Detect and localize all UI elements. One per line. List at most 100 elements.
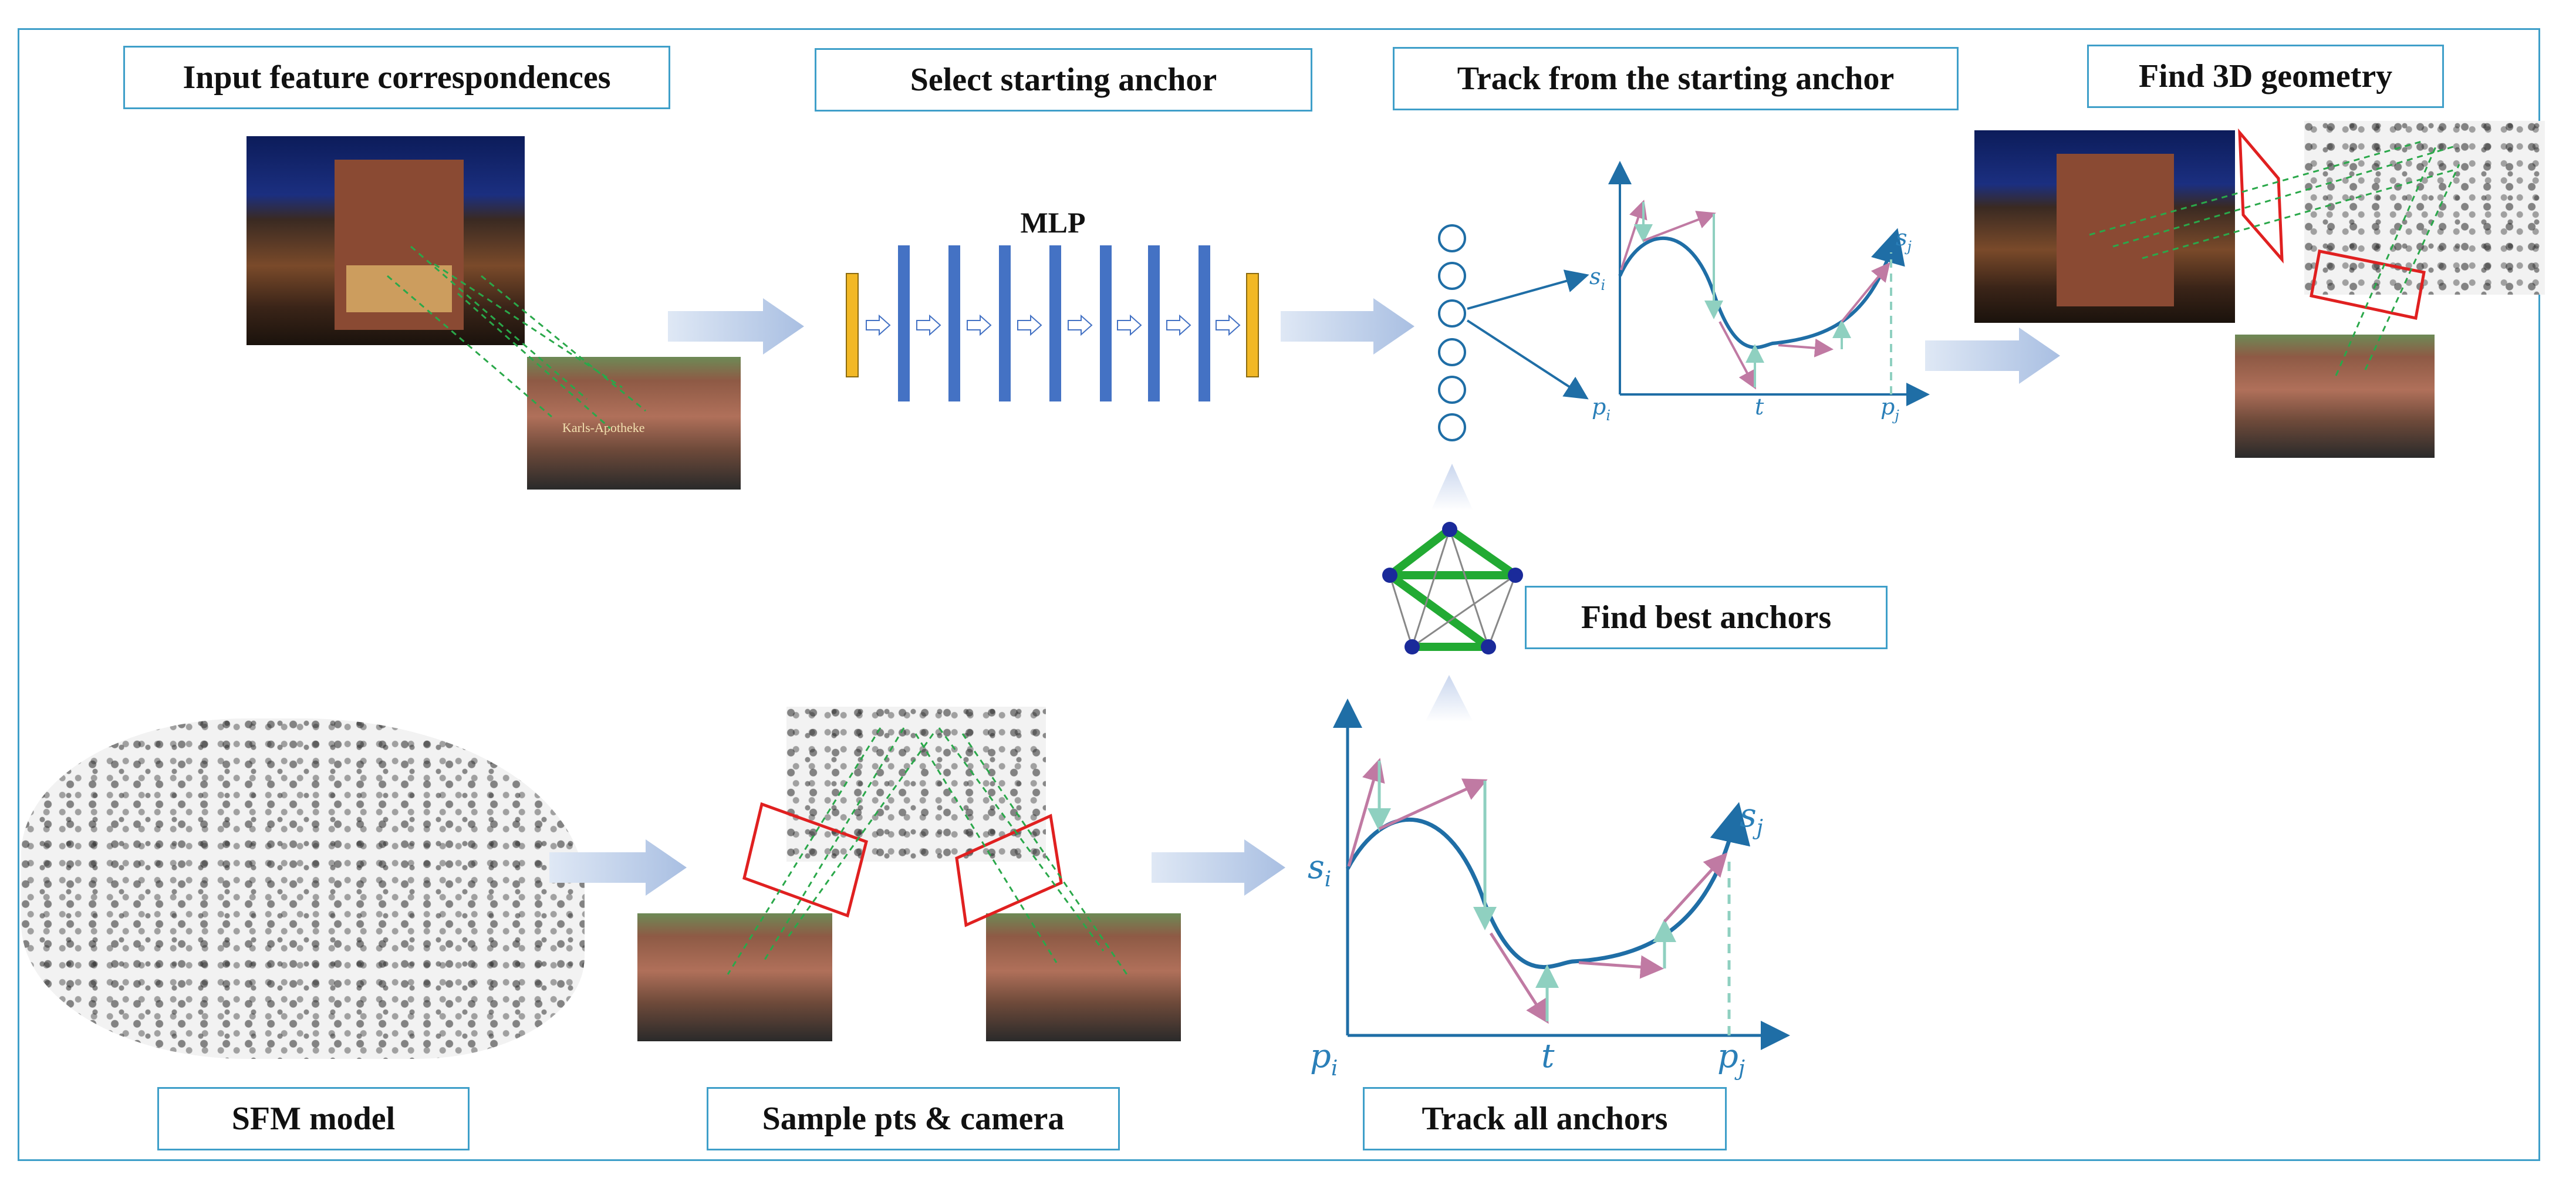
storefront-photo-3d xyxy=(2235,335,2435,458)
mlp-hidden-layer xyxy=(1100,245,1112,401)
graph-node xyxy=(1442,522,1457,537)
mlp-hidden-layer xyxy=(948,245,960,401)
graph-node xyxy=(1508,568,1523,583)
label-input-feature-correspondences: Input feature correspondences xyxy=(123,46,670,109)
label-track-from-starting-anchor: Track from the starting anchor xyxy=(1393,47,1959,110)
plot-large-sj-label: s xyxy=(1740,797,1757,835)
mlp-output-layer xyxy=(1246,273,1259,377)
svg-text:pi: pi xyxy=(1592,394,1611,424)
camera-frame-right xyxy=(955,814,1063,927)
label-find-best-anchors: Find best anchors xyxy=(1525,586,1888,649)
mlp-connector-arrow xyxy=(1216,314,1241,336)
flow-arrow-2 xyxy=(1281,298,1414,355)
plot-large-t-label: t xyxy=(1541,1037,1555,1075)
mlp-hidden-layer xyxy=(1198,245,1210,401)
plot-small-pj-label: p xyxy=(1880,394,1895,420)
svg-text:si: si xyxy=(1308,848,1331,892)
mlp-connector-arrow xyxy=(1166,314,1191,336)
flow-arrow-5 xyxy=(1152,839,1285,896)
sfm-point-cloud xyxy=(21,718,585,1059)
plot-large-curve xyxy=(1345,802,1750,970)
mlp-connector-arrow xyxy=(1017,314,1042,336)
sample-camera-frusta xyxy=(727,727,1128,975)
sample-photo-left xyxy=(637,913,832,1041)
anchor-node xyxy=(1438,224,1466,252)
flow-arrow-3 xyxy=(1925,328,2060,384)
plot-small-si-label: s xyxy=(1589,264,1601,289)
flow-arrows xyxy=(549,298,2060,896)
camera-frame-bottom xyxy=(2310,249,2426,320)
anchor-node xyxy=(1438,262,1466,290)
mlp-connector-arrow xyxy=(1068,314,1093,336)
plot-large-pj-label: p xyxy=(1717,1037,1738,1075)
mlp-connector-arrow xyxy=(916,314,941,336)
plot-large-pi-sub: i xyxy=(1331,1057,1338,1081)
mlp-connector-arrow xyxy=(967,314,992,336)
up-arrow-top xyxy=(1431,464,1473,511)
mlp-hidden-layer xyxy=(1148,245,1160,401)
plot-small-pink-arrow xyxy=(1643,211,1716,242)
label-sample-pts-camera: Sample pts & camera xyxy=(707,1087,1120,1150)
anchor-node xyxy=(1438,376,1466,404)
mlp-input-layer xyxy=(846,273,859,377)
svg-text:pj: pj xyxy=(1717,1037,1745,1081)
mlp-hidden-layer xyxy=(1049,245,1061,401)
label-track-all-anchors: Track all anchors xyxy=(1363,1087,1727,1150)
graph-node xyxy=(1405,639,1420,654)
plot-small-pi-label: p xyxy=(1592,394,1606,420)
mlp-hidden-layer xyxy=(999,245,1011,401)
plot-small-curve xyxy=(1618,228,1905,349)
anchor-node xyxy=(1438,338,1466,366)
graph-node xyxy=(1481,639,1496,654)
plot-small-pink-arrow xyxy=(1620,200,1647,271)
anchor-to-si-arrow xyxy=(1467,269,1589,310)
plot-large-pink-arrow xyxy=(1378,778,1488,831)
find3d-camera-frusta xyxy=(2089,128,2460,376)
input-correspondence-lines xyxy=(387,245,646,430)
label-sfm-model: SFM model xyxy=(157,1087,470,1150)
svg-text:sj: sj xyxy=(1740,797,1763,840)
plot-large-si-sub: i xyxy=(1325,868,1332,892)
label-select-starting-anchor: Select starting anchor xyxy=(815,48,1312,112)
up-arrow-bottom xyxy=(1425,675,1473,722)
plot-small-pink-arrow xyxy=(1719,321,1756,390)
flow-arrow-4 xyxy=(549,839,687,896)
figure-frame xyxy=(18,28,2540,1161)
plot-large-pink-arrow xyxy=(1347,758,1385,867)
point-cloud-top-right xyxy=(2304,121,2545,295)
svg-text:sj: sj xyxy=(1896,225,1912,255)
plot-small-pink-arrow xyxy=(1841,262,1890,323)
camera-frame-top xyxy=(2238,128,2284,264)
anchor-node xyxy=(1438,299,1466,328)
mlp-title: MLP xyxy=(1020,206,1085,239)
plot-small-sj-label: s xyxy=(1896,225,1907,251)
night-street-photo xyxy=(247,136,525,345)
svg-text:pj: pj xyxy=(1880,394,1899,424)
plot-small-pink-arrow xyxy=(1778,338,1834,357)
up-arrows xyxy=(1425,464,1473,722)
mlp-connector-arrow xyxy=(1117,314,1142,336)
svg-text:si: si xyxy=(1589,264,1605,293)
anchor-node xyxy=(1438,413,1466,441)
camera-frame-left xyxy=(742,802,868,918)
plot-small-t-label: t xyxy=(1755,394,1764,420)
night-street-photo-3d xyxy=(1974,130,2235,323)
plot-large-pi-label: p xyxy=(1310,1037,1331,1075)
plot-small-si-sub: i xyxy=(1601,277,1606,293)
label-find-3d-geometry: Find 3D geometry xyxy=(2087,45,2444,108)
plot-large-pink-arrow xyxy=(1663,852,1728,923)
sampled-point-cloud xyxy=(786,707,1046,862)
plot-small: si sj pi pj t xyxy=(1589,161,1930,424)
plot-large-si-label: s xyxy=(1308,848,1325,886)
plot-large-pink-arrow xyxy=(1578,955,1664,979)
mlp-connector-arrow xyxy=(866,314,891,336)
plot-large: si sj pi pj t xyxy=(1308,698,1790,1081)
anchor-circles xyxy=(1438,224,1466,441)
graph-node xyxy=(1382,568,1397,583)
svg-text:pi: pi xyxy=(1310,1037,1338,1081)
mlp-hidden-layer xyxy=(898,245,910,401)
best-anchors-graph xyxy=(1382,522,1523,654)
plot-small-pi-sub: i xyxy=(1606,407,1611,424)
sample-photo-right xyxy=(986,913,1181,1041)
